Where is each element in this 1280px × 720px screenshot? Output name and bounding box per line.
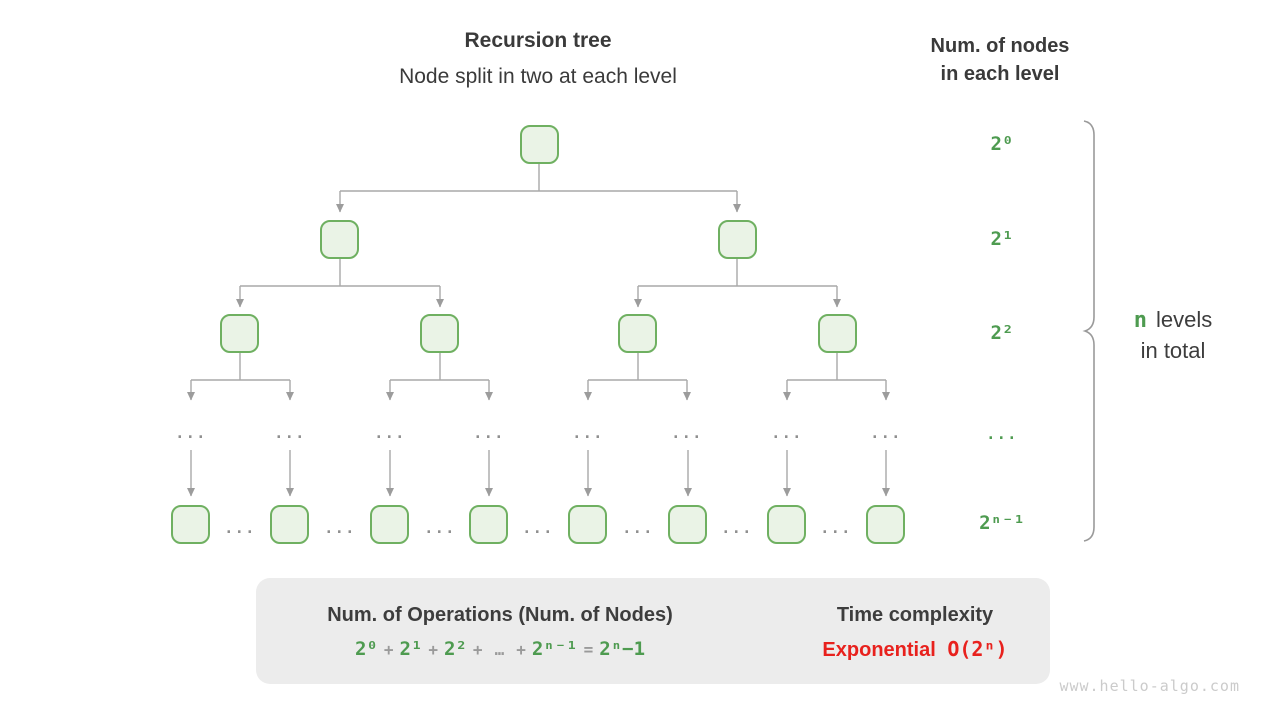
- level-count-header: Num. of nodes in each level: [880, 32, 1120, 88]
- complexity-notation: O(2ⁿ): [947, 637, 1008, 661]
- level-label-ellipsis: ...: [986, 425, 1018, 443]
- node-separator-ellipsis: ...: [324, 519, 356, 537]
- node-separator-ellipsis: ...: [622, 519, 654, 537]
- brace-caption-n: n: [1133, 308, 1147, 333]
- level-label-2: 2²: [990, 322, 1014, 344]
- tree-node: [767, 505, 806, 544]
- tree-node: [220, 314, 259, 353]
- level-label-0: 2⁰: [990, 133, 1014, 155]
- operations-title: Num. of Operations (Num. of Nodes): [327, 604, 673, 626]
- tree-node: [818, 314, 857, 353]
- tree-node: [718, 220, 757, 259]
- tree-node: [270, 505, 309, 544]
- complexity-value: Exponential O(2ⁿ): [790, 637, 1040, 662]
- formula-operator: +: [383, 640, 394, 659]
- node-separator-ellipsis: ...: [224, 519, 256, 537]
- tree-node: [370, 505, 409, 544]
- level-ellipsis: ...: [771, 424, 803, 442]
- formula-operator: +: [428, 640, 439, 659]
- formula-operator: +: [516, 640, 526, 659]
- level-count-header-line2: in each level: [940, 63, 1060, 85]
- levels-brace: [1082, 120, 1095, 542]
- summary-panel: Num. of Operations (Num. of Nodes) 2⁰ +2¹…: [256, 578, 1050, 684]
- connector-lines: [191, 164, 886, 381]
- tree-node: [320, 220, 359, 259]
- operations-formula: 2⁰ +2¹ +2² + … +2ⁿ⁻¹ = 2ⁿ−1: [280, 638, 720, 660]
- arrow-lines: [187, 191, 890, 497]
- time-complexity-title: Time complexity: [836, 604, 994, 626]
- level-count-header-line1: Num. of nodes: [930, 35, 1070, 57]
- brace-caption-line2: in total: [1140, 338, 1206, 363]
- level-ellipsis: ...: [870, 424, 902, 442]
- formula-term: 2¹: [399, 638, 423, 660]
- level-ellipsis: ...: [473, 424, 505, 442]
- formula-term: 2²: [444, 638, 467, 660]
- formula-term: 2ⁿ⁻¹: [531, 638, 578, 660]
- formula-term: 2ⁿ−1: [599, 638, 646, 660]
- tree-node: [420, 314, 459, 353]
- node-separator-ellipsis: ...: [522, 519, 554, 537]
- tree-node-root: [520, 125, 559, 164]
- tree-node: [866, 505, 905, 544]
- level-label-1: 2¹: [990, 228, 1014, 250]
- formula-operator: =: [583, 640, 594, 659]
- tree-node: [668, 505, 707, 544]
- node-separator-ellipsis: ...: [424, 519, 456, 537]
- level-ellipsis: ...: [572, 424, 604, 442]
- complexity-label: Exponential: [822, 639, 936, 661]
- level-ellipsis: ...: [175, 424, 207, 442]
- formula-operator: +: [472, 640, 483, 659]
- tree-node: [171, 505, 210, 544]
- page-title: Recursion tree: [464, 29, 612, 52]
- node-separator-ellipsis: ...: [721, 519, 753, 537]
- formula-term: 2⁰: [354, 638, 378, 660]
- level-ellipsis: ...: [671, 424, 703, 442]
- tree-node: [469, 505, 508, 544]
- brace-caption-levels: levels: [1156, 307, 1213, 332]
- tree-node: [618, 314, 657, 353]
- tree-node: [568, 505, 607, 544]
- level-ellipsis: ...: [374, 424, 406, 442]
- page-subtitle: Node split in two at each level: [399, 65, 677, 88]
- level-label-n-1: 2ⁿ⁻¹: [979, 512, 1025, 534]
- level-ellipsis: ...: [274, 424, 306, 442]
- node-separator-ellipsis: ...: [820, 519, 852, 537]
- formula-ellipsis: …: [494, 640, 505, 659]
- watermark: www.hello-algo.com: [1059, 677, 1240, 695]
